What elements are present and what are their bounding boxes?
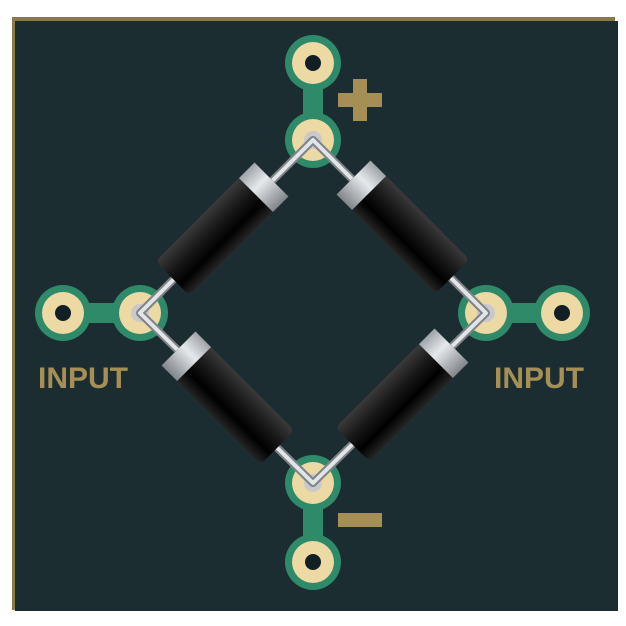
terminal-input-left[interactable] [35, 285, 91, 341]
diode-top-right[interactable] [336, 160, 470, 294]
minus-sign: − [338, 513, 382, 527]
input-right-label: INPUT [494, 362, 584, 395]
diode-bottom-left[interactable] [161, 331, 295, 465]
diode-top-left[interactable] [156, 162, 289, 296]
terminal-input-right[interactable] [534, 285, 590, 341]
diode-bottom-right[interactable] [336, 328, 469, 462]
input-left-label: INPUT [38, 362, 128, 395]
terminal-plus[interactable] [285, 35, 341, 91]
plus-sign: + [338, 79, 382, 121]
terminal-minus[interactable] [285, 534, 341, 590]
